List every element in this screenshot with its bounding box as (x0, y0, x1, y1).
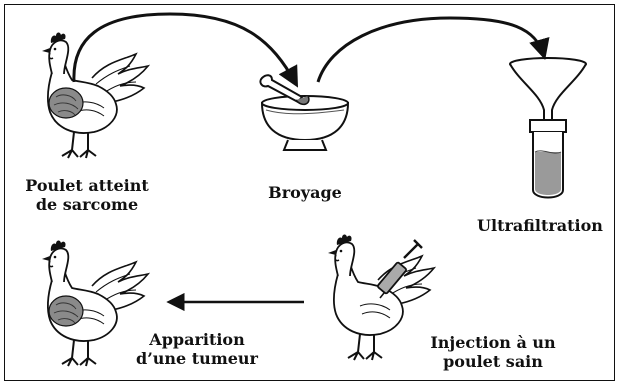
label-injection-line1: Injection à un (418, 333, 568, 352)
label-sick-chicken-line2: de sarcome (22, 195, 152, 214)
sick-chicken-illustration (42, 32, 148, 158)
label-ultrafiltration: Ultrafiltration (470, 216, 610, 235)
tumor-result-icon (49, 296, 83, 326)
ultrafiltration-illustration (510, 58, 586, 198)
mortar-pestle-illustration (260, 75, 348, 150)
arrow-to-grinding (74, 14, 296, 84)
label-tumor-line2: d’une tumeur (132, 349, 262, 368)
label-ultrafiltration-text: Ultrafiltration (470, 216, 610, 235)
label-injection-line2: poulet sain (418, 352, 568, 371)
label-grinding: Broyage (250, 183, 360, 202)
label-tumor: Apparition d’une tumeur (132, 330, 262, 368)
tumor-mass-icon (49, 88, 83, 118)
label-sick-chicken: Poulet atteint de sarcome (22, 176, 152, 214)
label-grinding-text: Broyage (250, 183, 360, 202)
label-sick-chicken-line1: Poulet atteint (22, 176, 152, 195)
label-tumor-line1: Apparition (132, 330, 262, 349)
arrow-to-ultrafiltration (318, 18, 544, 82)
label-injection: Injection à un poulet sain (418, 333, 568, 371)
